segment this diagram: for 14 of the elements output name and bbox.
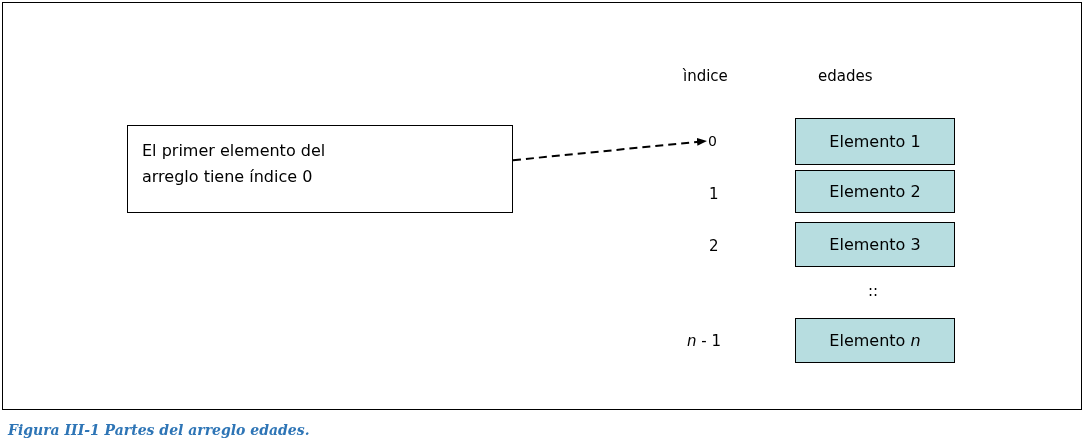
array-cell: Elemento 1: [795, 118, 955, 165]
index-number: 1: [709, 185, 719, 203]
array-cell: Elemento n: [795, 318, 955, 363]
ellipsis-mark: ::: [868, 282, 879, 300]
index-number: n - 1: [687, 332, 721, 350]
array-cell: Elemento 3: [795, 222, 955, 267]
array-cell: Elemento 2: [795, 170, 955, 213]
note-box: El primer elemento del arreglo tiene índice 0: [127, 125, 513, 213]
index-number: 2: [709, 237, 719, 255]
figure-caption: Figura III-1 Partes del arreglo edades.: [8, 422, 310, 438]
column-header: ìndice: [683, 67, 728, 85]
dashed-arrow: [512, 137, 707, 162]
column-header: edades: [818, 67, 873, 85]
index-number: 0: [708, 132, 720, 150]
